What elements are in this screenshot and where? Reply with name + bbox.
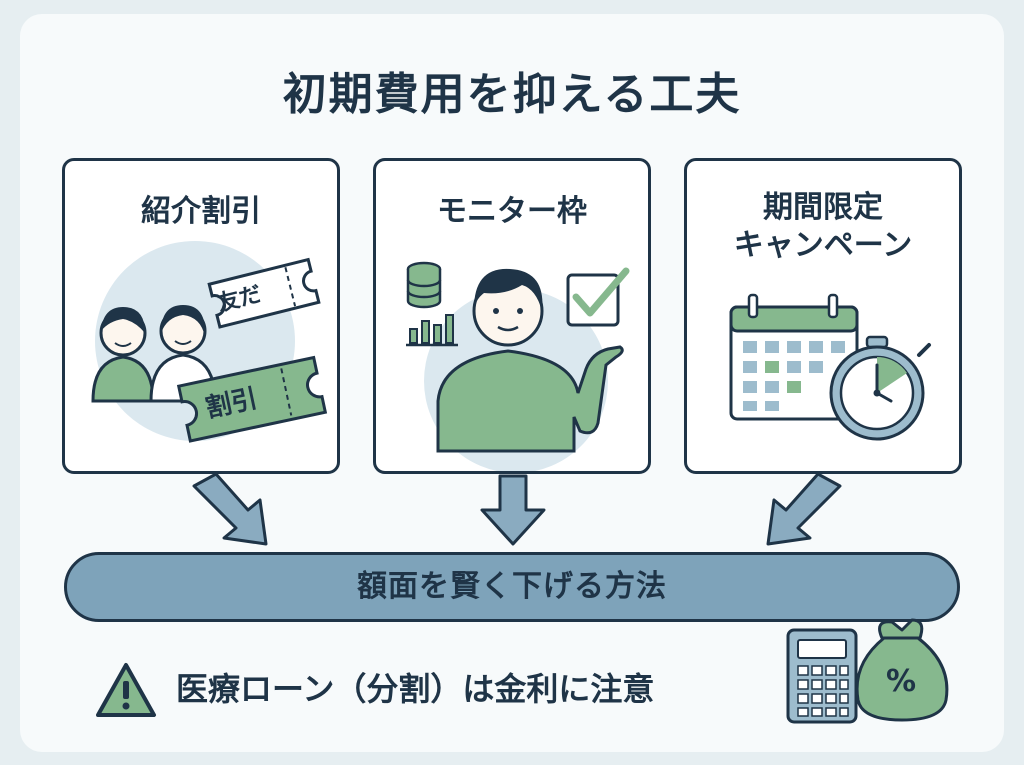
money-bag-icon <box>855 618 949 722</box>
calculator-money-bag-icon <box>786 618 949 724</box>
person-icon <box>436 268 624 453</box>
bar-chart-icon <box>406 314 458 347</box>
arrow-down-right-icon <box>192 474 268 546</box>
campaign-illustration <box>729 293 931 441</box>
friend-ticket-icon <box>207 257 321 329</box>
checkbox-icon <box>566 267 630 327</box>
percent-symbol: % <box>886 664 917 699</box>
calculator-icon <box>786 628 858 724</box>
arrow-down-icon <box>480 474 546 546</box>
method-banner: 額面を賢く下げる方法 <box>64 552 960 622</box>
panel-title-campaign-line1: 期間限定 <box>763 190 883 225</box>
calendar-icon <box>729 293 859 421</box>
arrow-down-left-icon <box>766 474 842 546</box>
loan-warning-text: 医療ローン（分割）は金利に注意 <box>176 670 655 708</box>
warning-icon <box>96 663 156 717</box>
panel-title-monitor: モニター枠 <box>437 194 587 229</box>
panel-title-campaign-line2: キャンペーン <box>733 228 913 263</box>
page-title: 初期費用を抑える工夫 <box>282 69 742 120</box>
stopwatch-icon <box>829 335 931 441</box>
referral-illustration <box>91 241 328 443</box>
monitor-illustration <box>406 261 630 471</box>
panel-referral-discount: 紹介割引 <box>62 158 340 474</box>
panel-limited-campaign: 期間限定 キャンペーン <box>684 158 962 474</box>
discount-ticket-icon <box>176 355 328 443</box>
coin-stack-icon <box>406 261 442 309</box>
panel-monitor-slot: モニター枠 <box>373 158 651 474</box>
panel-title-referral: 紹介割引 <box>141 194 261 229</box>
